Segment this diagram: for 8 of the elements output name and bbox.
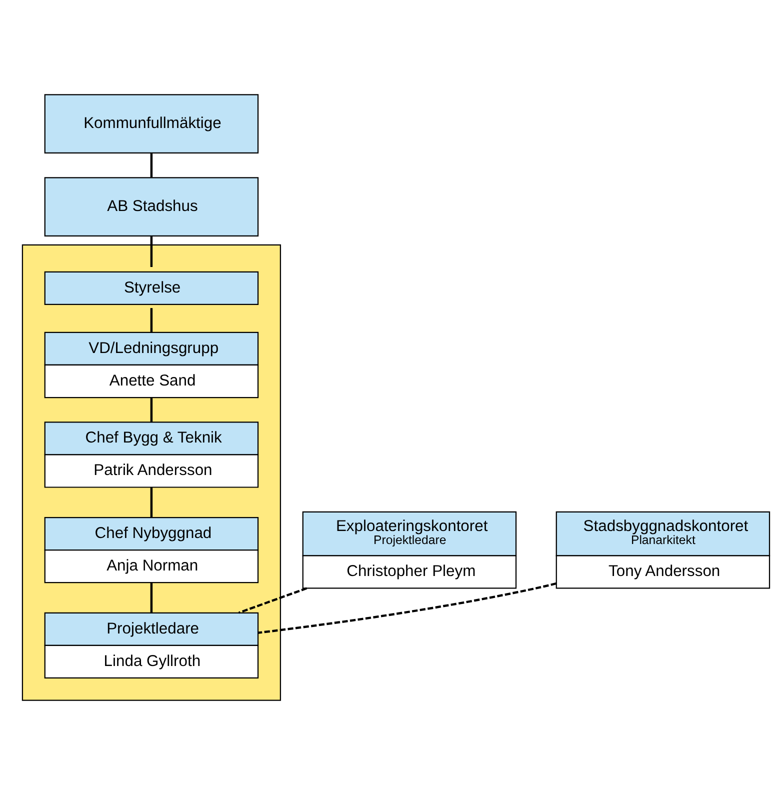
- connector: [150, 582, 152, 612]
- connector: [150, 236, 152, 266]
- cluster: [21, 244, 280, 700]
- connector: [150, 486, 152, 517]
- connector: [150, 152, 152, 177]
- connector: [238, 586, 307, 614]
- connector: [150, 397, 152, 422]
- connector: [150, 308, 152, 332]
